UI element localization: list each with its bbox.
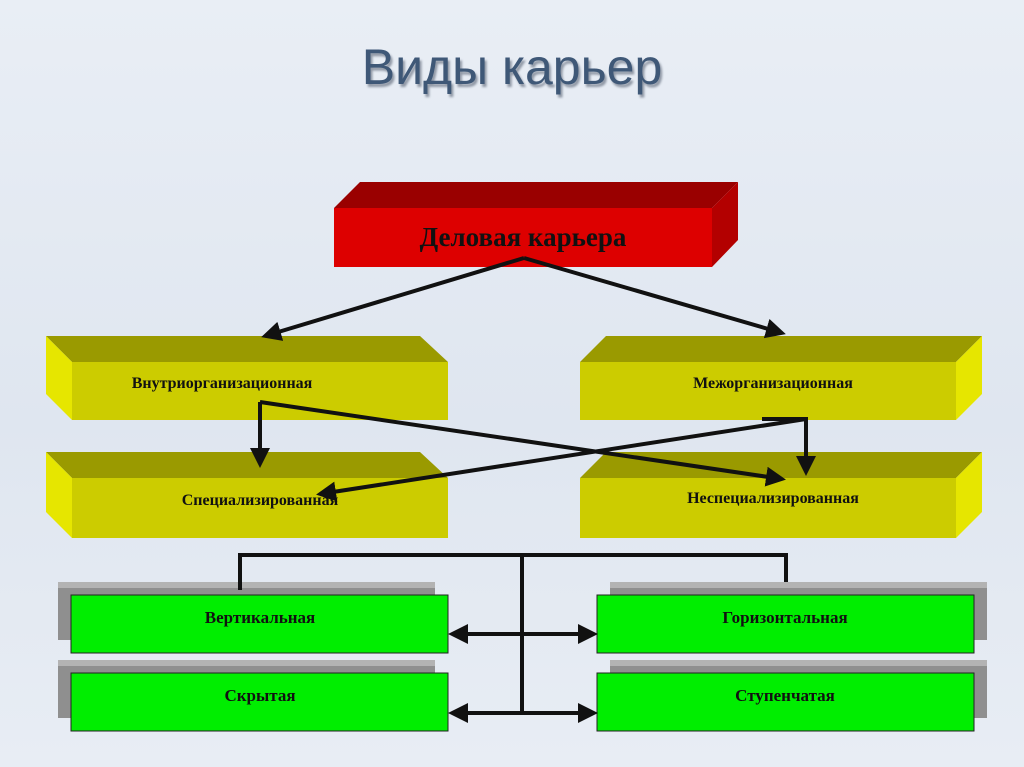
box-hidden xyxy=(58,660,449,732)
connector-bracket xyxy=(238,553,788,590)
vertical-label: Вертикальная xyxy=(204,608,316,627)
slide-title: Виды карьер xyxy=(361,39,663,95)
box-intraorganizational xyxy=(46,336,448,420)
specialized-label: Специализированная xyxy=(181,492,339,509)
box-stepped xyxy=(596,660,987,732)
interorganizational-label: Межорганизационная xyxy=(693,375,853,392)
arrow-inter-special xyxy=(316,417,807,502)
arrow-intra-nonspecial xyxy=(259,400,786,487)
horizontal-label: Горизонтальная xyxy=(722,608,848,627)
root-label: Деловая карьера xyxy=(419,222,627,252)
box-specialized xyxy=(46,452,448,538)
stepped-label: Ступенчатая xyxy=(735,686,835,705)
hidden-label: Скрытая xyxy=(224,686,296,705)
arrows xyxy=(238,256,816,723)
arrow-root-left xyxy=(261,256,525,341)
box-nonspecialized xyxy=(580,452,982,538)
nonspecialized-label: Неспециализированная xyxy=(687,490,859,507)
root-box xyxy=(334,182,738,267)
arrow-root-right xyxy=(523,256,786,339)
box-horizontal xyxy=(596,582,987,654)
box-interorganizational xyxy=(580,336,982,420)
intraorganizational-label: Внутриорганизационная xyxy=(131,375,313,392)
box-vertical xyxy=(58,582,449,654)
